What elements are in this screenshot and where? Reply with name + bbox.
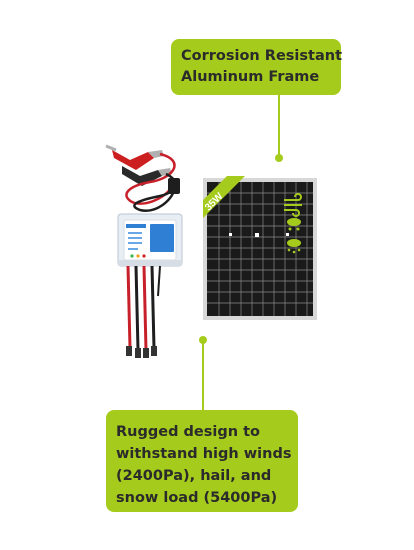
rugged-callout-line-3: (2400Pa), hail, and — [116, 468, 272, 484]
frame-callout-leader — [278, 95, 280, 157]
rugged-callout-dot — [199, 336, 207, 344]
frame-callout-line-1: Corrosion Resistant — [181, 48, 343, 64]
rugged-callout-leader — [202, 340, 204, 410]
wind-icon — [284, 193, 302, 217]
charge-controller — [117, 213, 183, 358]
rugged-callout: Rugged design to withstand high winds (2… — [106, 410, 298, 512]
snow-icon — [287, 239, 301, 254]
rugged-callout-line-1: Rugged design to — [116, 424, 260, 440]
frame-callout-line-2: Aluminum Frame — [181, 69, 320, 85]
solar-panel: 35W — [203, 176, 317, 320]
hail-icon — [287, 218, 301, 231]
rugged-callout-line-4: snow load (5400Pa) — [116, 490, 278, 506]
battery-clamps-cable — [105, 144, 180, 212]
rugged-callout-line-2: withstand high winds — [116, 446, 292, 462]
frame-callout-dot — [275, 154, 283, 162]
frame-callout: Corrosion Resistant Aluminum Frame — [171, 39, 343, 95]
